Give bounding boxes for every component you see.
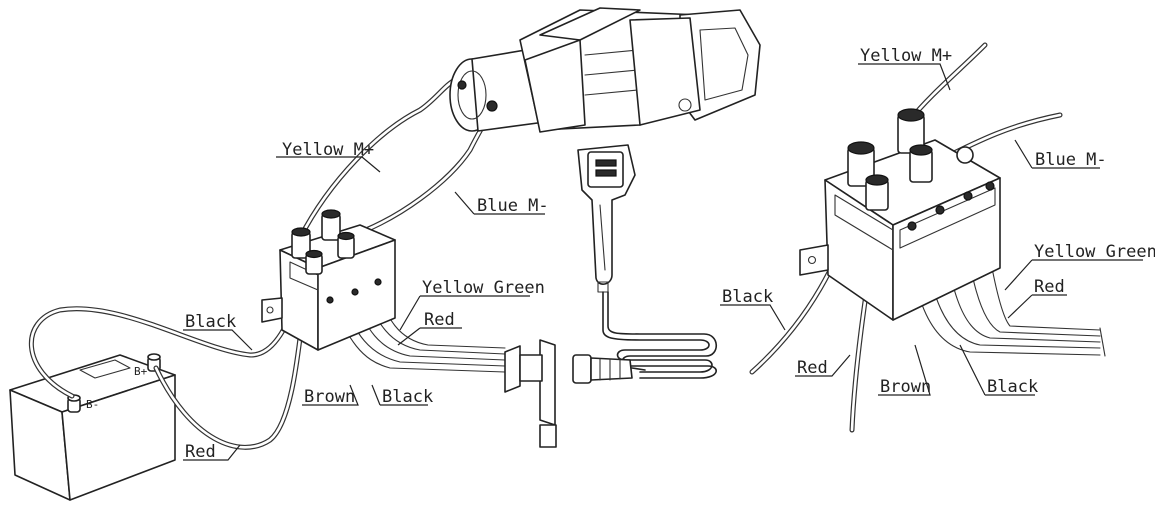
right-solenoid xyxy=(799,108,1001,321)
label-left-red-top: Red xyxy=(424,310,455,330)
label-left-black-top: Black xyxy=(185,312,236,332)
label-left-black-bottom: Black xyxy=(382,387,433,407)
label-right-red: Red xyxy=(1034,277,1065,297)
label-right-black-left: Black xyxy=(722,287,773,307)
label-right-black-bottom: Black xyxy=(987,377,1038,397)
label-left-red-bottom: Red xyxy=(185,442,216,462)
label-right-red-bottom: Red xyxy=(797,358,828,378)
label-right-yellow-m-plus: Yellow M+ xyxy=(860,46,952,66)
left-solenoid xyxy=(261,209,396,351)
control-connector xyxy=(504,339,646,448)
label-leaders xyxy=(183,63,1143,461)
remote-control xyxy=(577,144,718,379)
label-right-blue-m-minus: Blue M- xyxy=(1035,150,1107,170)
winch xyxy=(449,7,761,133)
battery xyxy=(9,353,176,501)
label-right-yellow-green: Yellow Green xyxy=(1034,242,1155,262)
label-left-yellow-m-plus: Yellow M+ xyxy=(282,140,374,160)
label-right-brown: Brown xyxy=(880,377,931,397)
battery-positive-label: B+ xyxy=(134,365,148,378)
label-left-brown: Brown xyxy=(304,387,355,407)
battery-negative-label: B- xyxy=(86,398,99,411)
label-left-blue-m-minus: Blue M- xyxy=(477,196,549,216)
label-left-yellow-green: Yellow Green xyxy=(422,278,545,298)
